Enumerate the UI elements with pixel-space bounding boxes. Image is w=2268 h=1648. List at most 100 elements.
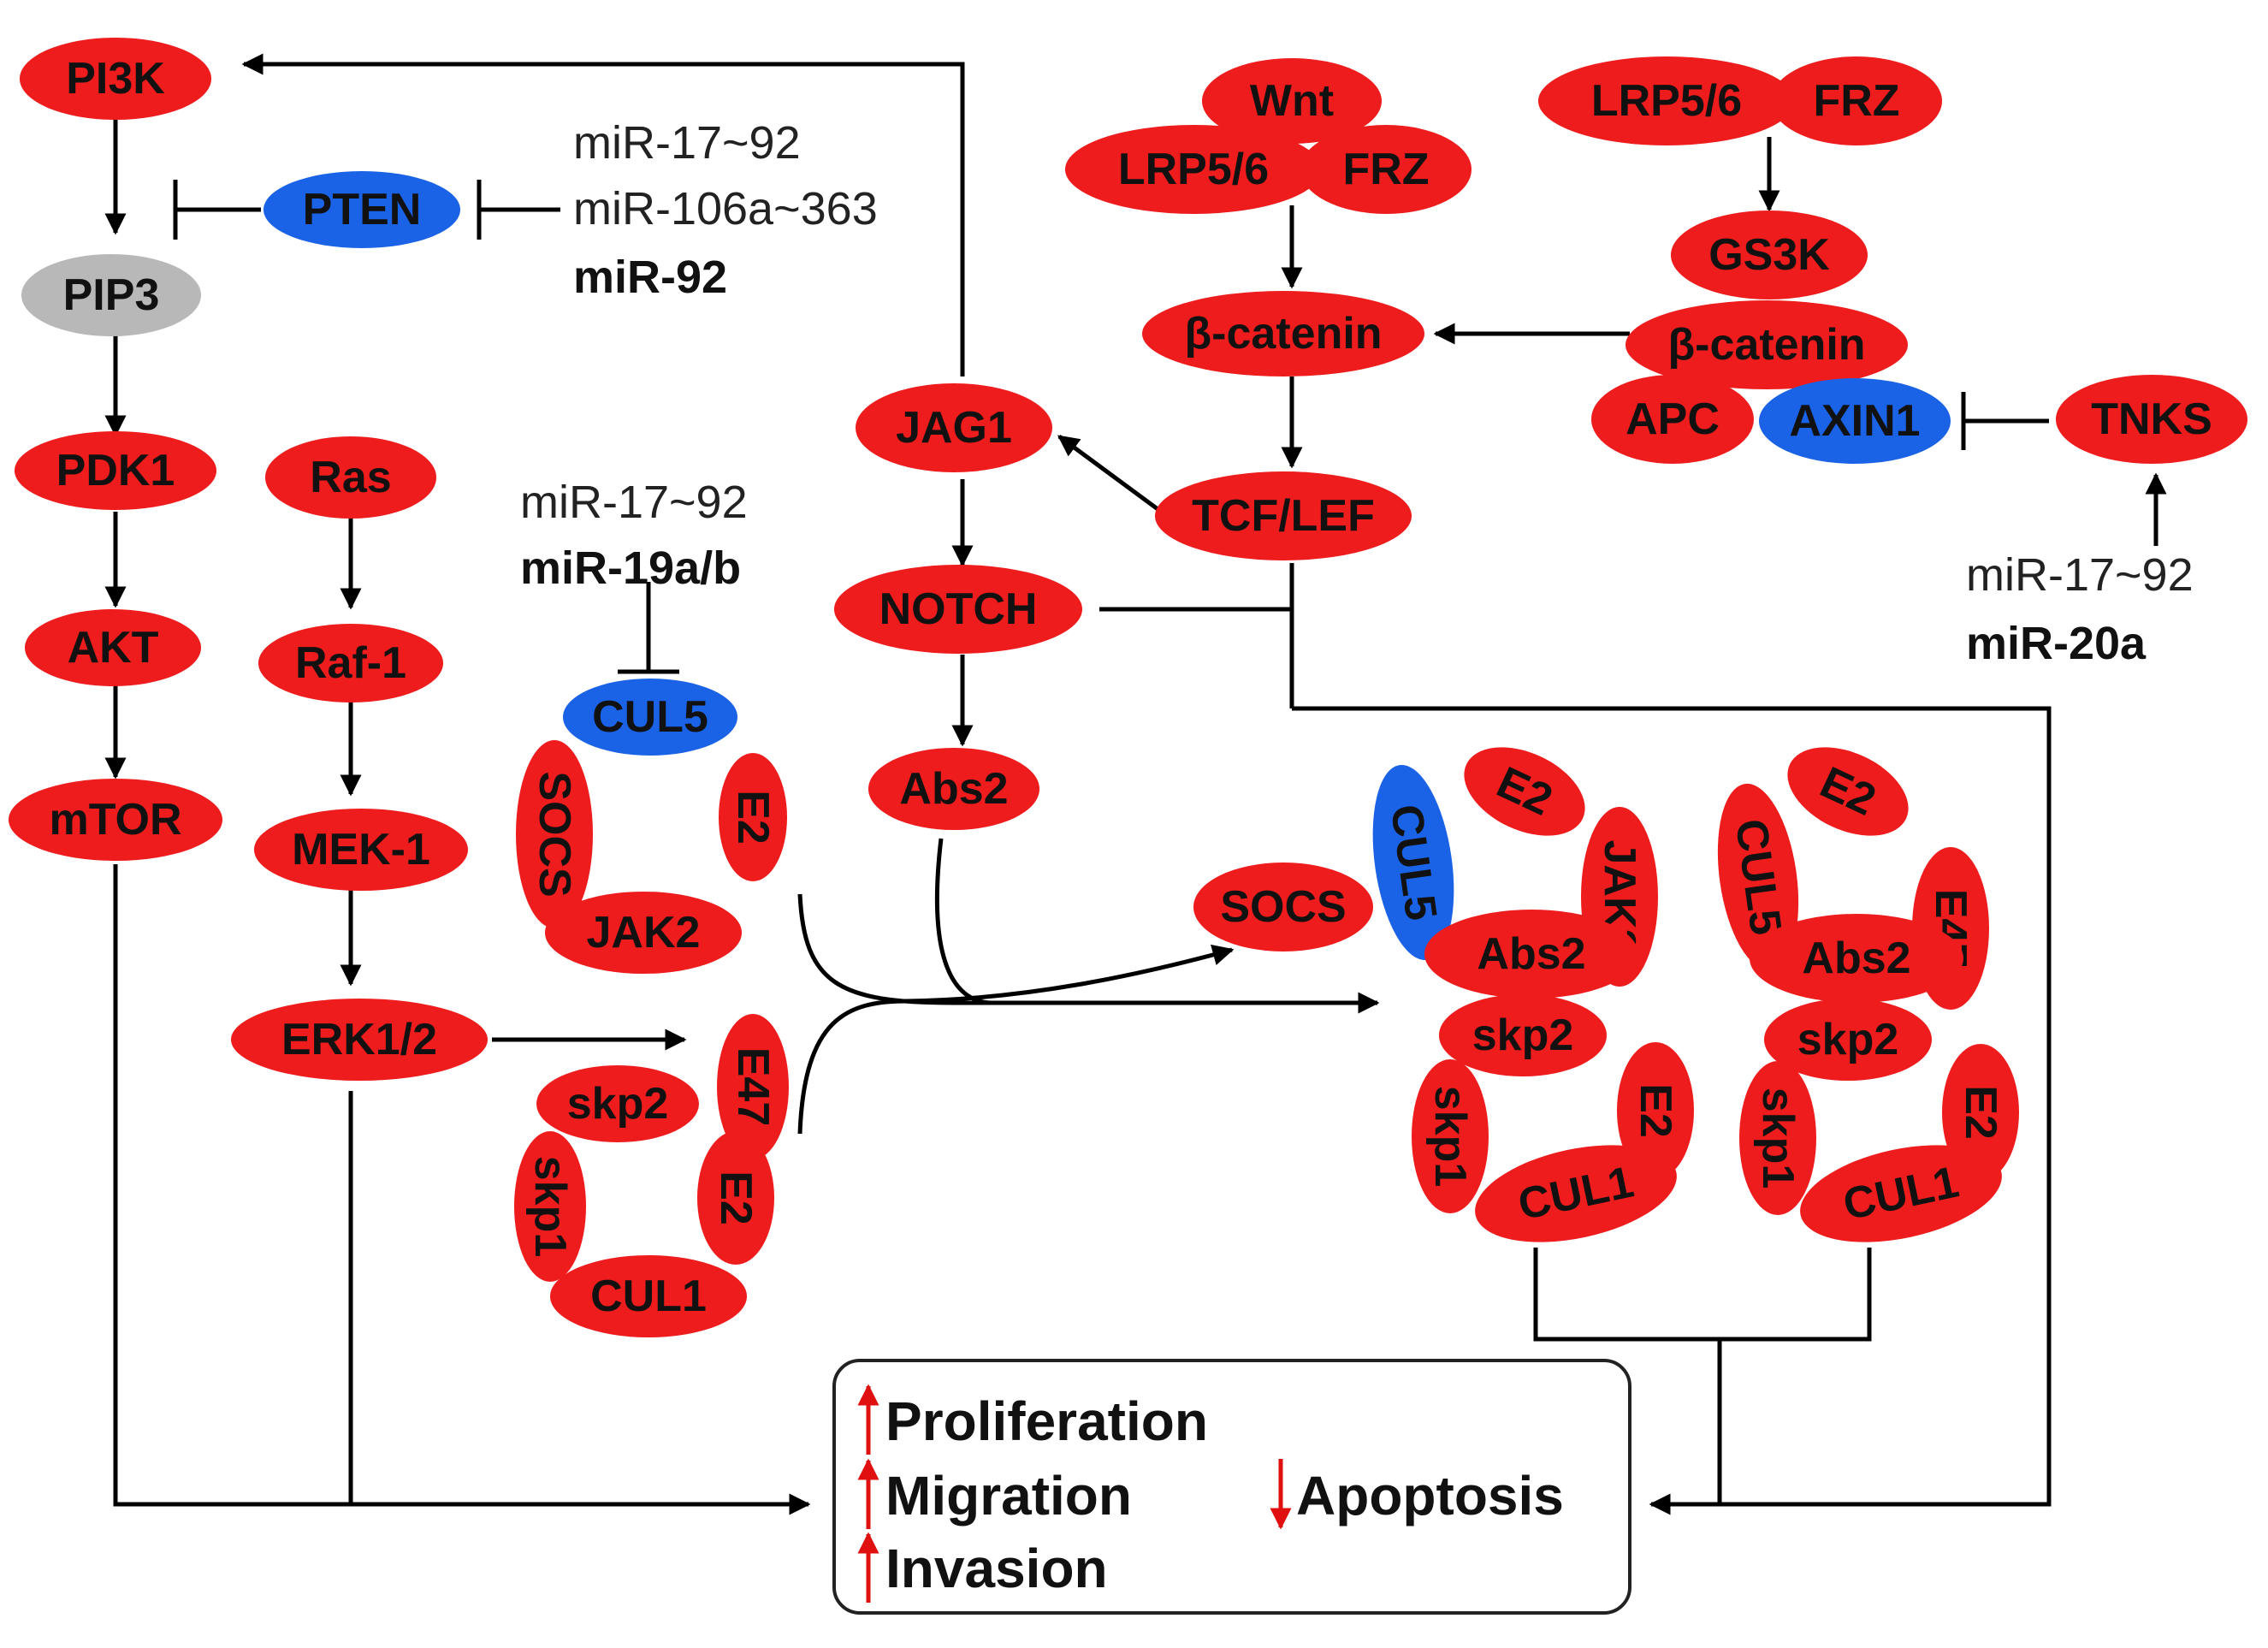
node-abs2-right2-label: Abs2 [1802, 934, 1910, 983]
node-pi3k[interactable]: PI3K [20, 38, 211, 120]
node-axin1[interactable]: AXIN1 [1759, 378, 1951, 464]
node-socs-left[interactable]: SOCS [516, 740, 593, 928]
node-skp2-right1[interactable]: skp2 [1439, 994, 1607, 1076]
node-pdk1[interactable]: PDK1 [15, 431, 216, 510]
node-e2-right2-bottom-label: E2 [1956, 1085, 2005, 1140]
node-raf1-label: Raf-1 [295, 638, 406, 688]
node-akt-label: AKT [68, 623, 159, 673]
node-axin1-label: AXIN1 [1789, 396, 1920, 446]
node-pdk1-label: PDK1 [56, 446, 175, 495]
node-frz-right[interactable]: FRZ [1771, 56, 1942, 145]
node-e47-left-label: E47 [728, 1047, 778, 1127]
node-skp1-right1-label: skp1 [1425, 1086, 1475, 1188]
node-skp1-right2-label: skp1 [1753, 1088, 1803, 1189]
node-jag1[interactable]: JAG1 [856, 383, 1052, 472]
node-mek1[interactable]: MEK-1 [254, 809, 468, 891]
curve-e2-merge [797, 893, 955, 1005]
outcome-invasion: Invasion [885, 1538, 1108, 1599]
node-beta-catenin-center[interactable]: β-catenin [1142, 291, 1424, 376]
node-cul1-right1[interactable]: CUL1 [1466, 1129, 1685, 1259]
mirna-label-cul5-cluster: miR-17~92 [520, 477, 748, 528]
node-skp2-right1-label: skp2 [1472, 1011, 1574, 1060]
mirna-label-pten-106: miR-106a~363 [573, 183, 878, 234]
node-abs2-right2[interactable]: Abs2 [1750, 914, 1963, 1003]
node-notch-label: NOTCH [879, 584, 1038, 634]
node-mek1-label: MEK-1 [292, 825, 430, 874]
node-wnt-label: Wnt [1250, 76, 1334, 126]
node-lrp56-center[interactable]: LRP5/6 [1065, 125, 1322, 214]
node-wnt[interactable]: Wnt [1202, 58, 1382, 144]
node-erk-label: ERK1/2 [281, 1015, 437, 1064]
node-socs-center-label: SOCS [1220, 882, 1346, 932]
node-e2-left-bottom-label: E2 [711, 1171, 761, 1225]
node-skp1-right1[interactable]: skp1 [1412, 1059, 1489, 1213]
mirna-label-mir19: miR-19a/b [520, 542, 741, 594]
node-tnks-label: TNKS [2091, 394, 2212, 444]
node-ras-label: Ras [310, 453, 391, 502]
node-mtor[interactable]: mTOR [9, 779, 222, 861]
connectors [104, 53, 2167, 1515]
node-apc-label: APC [1625, 394, 1720, 444]
arrow-jag1-pi3k [241, 53, 965, 376]
outcome-proliferation: Proliferation [885, 1390, 1208, 1452]
node-e2-left-top-label: E2 [728, 790, 778, 845]
node-skp2-right2[interactable]: skp2 [1764, 999, 1932, 1081]
node-apc[interactable]: APC [1591, 375, 1754, 464]
node-frz-center-label: FRZ [1342, 145, 1429, 194]
curve-abs2-merge [935, 838, 993, 1005]
node-raf1[interactable]: Raf-1 [258, 624, 443, 702]
outcome-migration: Migration [885, 1465, 1132, 1526]
node-e2-right1-top[interactable]: E2 [1450, 730, 1599, 854]
node-lrp56-right-label: LRP5/6 [1591, 76, 1742, 126]
node-gs3k-label: GS3K [1708, 230, 1830, 280]
node-cul5-left[interactable]: CUL5 [563, 679, 737, 756]
nodes: PI3K PTEN PIP3 PDK1 AKT mTOR Ras [9, 38, 2247, 1337]
node-socs-center[interactable]: SOCS [1193, 863, 1373, 951]
node-e2-left-bottom[interactable]: E2 [697, 1131, 774, 1265]
node-skp1-right2[interactable]: skp1 [1739, 1061, 1816, 1215]
node-socs-left-label: SOCS [530, 771, 579, 897]
node-gs3k[interactable]: GS3K [1671, 210, 1868, 299]
node-pten-label: PTEN [303, 185, 422, 234]
arrow-mtor-outcome [113, 864, 811, 1515]
node-pip3[interactable]: PIP3 [21, 254, 201, 336]
node-abs2-left[interactable]: Abs2 [868, 748, 1039, 830]
node-abs2-right1-label: Abs2 [1477, 929, 1585, 979]
node-tcf-lef[interactable]: TCF/LEF [1155, 471, 1412, 560]
node-abs2-right1[interactable]: Abs2 [1424, 910, 1638, 999]
node-cul5-right2[interactable]: CUL5 [1707, 779, 1809, 975]
node-cul1-left-label: CUL1 [590, 1272, 707, 1321]
node-cul1-left[interactable]: CUL1 [550, 1255, 747, 1337]
arrow-merge-socs [797, 944, 1235, 1135]
node-skp2-right2-label: skp2 [1797, 1015, 1899, 1064]
outcome-apoptosis: Apoptosis [1296, 1465, 1564, 1526]
node-beta-catenin-right[interactable]: β-catenin [1625, 300, 1908, 389]
node-skp1-left[interactable]: skp1 [514, 1131, 586, 1282]
node-cul1-right2[interactable]: CUL1 [1791, 1129, 2010, 1259]
node-akt[interactable]: AKT [25, 609, 201, 686]
node-tnks[interactable]: TNKS [2056, 375, 2247, 464]
node-pten[interactable]: PTEN [264, 171, 460, 248]
node-notch[interactable]: NOTCH [834, 565, 1082, 654]
mirna-label-pten-cluster: miR-17~92 [573, 117, 801, 169]
bracket-complexes [1533, 1248, 1872, 1342]
node-erk[interactable]: ERK1/2 [231, 999, 488, 1081]
outcome-box: Proliferation Migration Invasion Apoptos… [832, 1359, 1631, 1615]
node-cul5-right1[interactable]: CUL5 [1361, 760, 1465, 965]
outcome-box-border [832, 1359, 1631, 1615]
node-lrp56-center-label: LRP5/6 [1118, 145, 1269, 194]
node-e47-left[interactable]: E47 [717, 1014, 789, 1159]
node-e2-left-top[interactable]: E2 [719, 753, 787, 881]
node-frz-center[interactable]: FRZ [1300, 125, 1472, 214]
node-jak2-left[interactable]: JAK2 [545, 892, 742, 974]
node-skp1-left-label: skp1 [525, 1156, 575, 1258]
node-ras[interactable]: Ras [265, 436, 436, 519]
node-e2-right2-bottom[interactable]: E2 [1942, 1044, 2019, 1181]
node-e2-right1-bottom[interactable]: E2 [1617, 1042, 1694, 1179]
node-skp2-left[interactable]: skp2 [536, 1065, 699, 1142]
node-e2-right2-top[interactable]: E2 [1774, 730, 1922, 854]
node-jak2-left-label: JAK2 [587, 908, 701, 957]
node-cul5-left-label: CUL5 [592, 692, 708, 742]
arrow-notch-tcflef-outcome [1292, 706, 2052, 1515]
node-lrp56-right[interactable]: LRP5/6 [1538, 56, 1795, 145]
